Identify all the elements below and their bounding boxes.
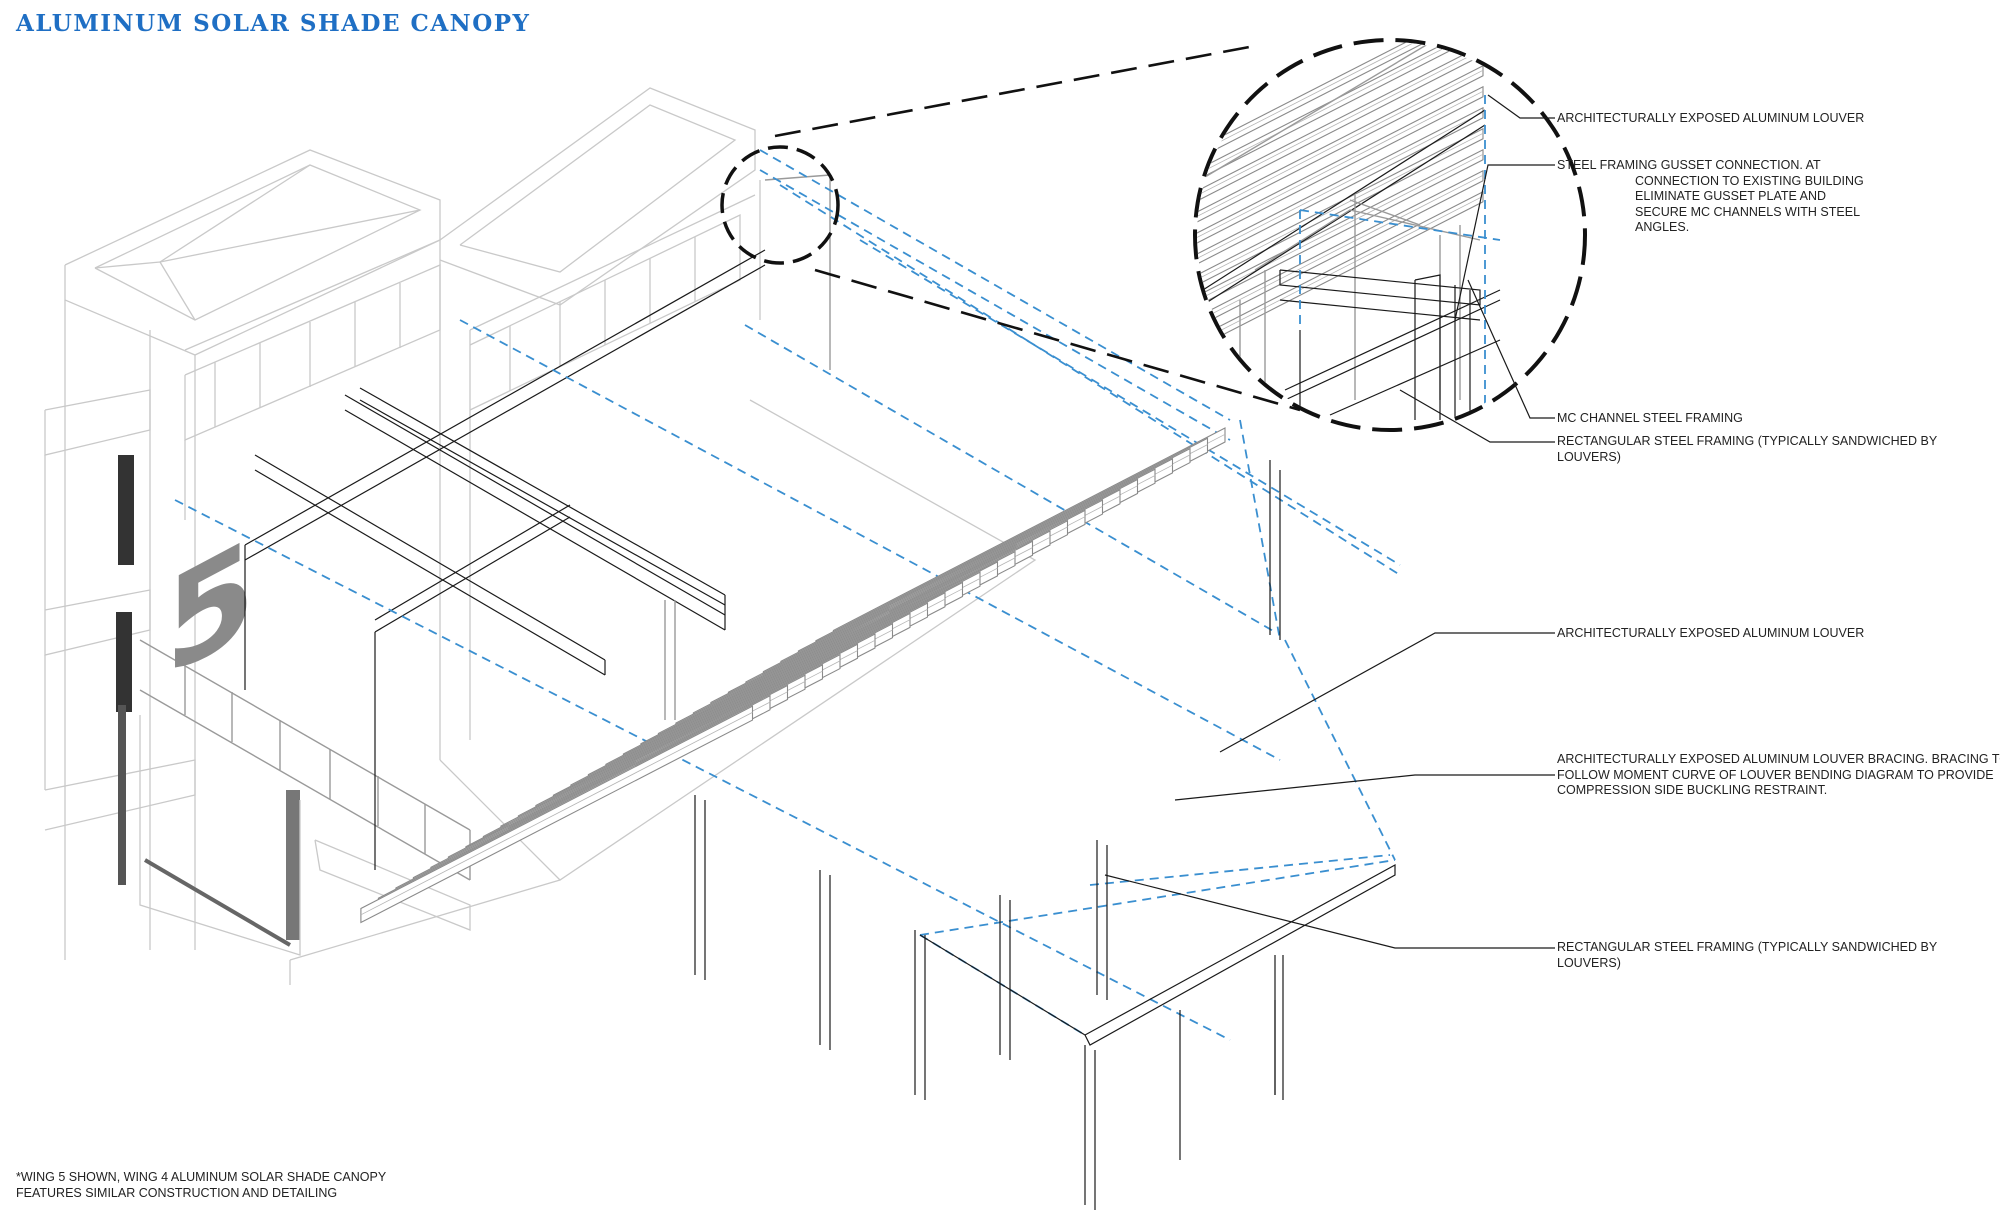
footnote-line2: FEATURES SIMILAR CONSTRUCTION AND DETAIL… bbox=[16, 1185, 338, 1200]
louver-slat-edge bbox=[1197, 48, 1484, 197]
louver-slat bbox=[1197, 64, 1484, 224]
footnote: *WING 5 SHOWN, WING 4 ALUMINUM SOLAR SHA… bbox=[16, 1170, 386, 1201]
louver-slat-edge bbox=[1197, 132, 1484, 281]
louver-slat-edge bbox=[1197, 111, 1484, 260]
callout-gusset-line2: CONNECTION TO EXISTING BUILDING bbox=[1635, 173, 1864, 188]
louver-slat bbox=[1197, 190, 1484, 350]
louver-slat-edge bbox=[1197, 174, 1484, 323]
callout-bracing-line3: COMPRESSION SIDE BUCKLING RESTRAINT. bbox=[1557, 783, 1828, 797]
rear-steel-frame bbox=[244, 174, 831, 870]
callout-gusset-line4: SECURE MC CHANNELS WITH STEEL bbox=[1635, 204, 1861, 219]
main-louver-array bbox=[360, 427, 1226, 924]
louver-slat bbox=[1197, 127, 1484, 287]
louver-slat-edge bbox=[1197, 42, 1484, 176]
callout-gusset-line5: ANGLES. bbox=[1635, 220, 1690, 234]
callout-rect-line1: RECTANGULAR STEEL FRAMING (TYPICALLY SAN… bbox=[1557, 940, 1938, 954]
callout-detail-louver: ARCHITECTURALLY EXPOSED ALUMINUM LOUVER bbox=[1557, 111, 1865, 125]
existing-building bbox=[44, 87, 1037, 985]
detail-bubble-content bbox=[1197, 42, 1501, 420]
callout-detail-rect-line1: RECTANGULAR STEEL FRAMING (TYPICALLY SAN… bbox=[1557, 434, 1938, 448]
louver-slat bbox=[1197, 85, 1484, 245]
callout-detail-rect-framing: RECTANGULAR STEEL FRAMING (TYPICALLY SAN… bbox=[1557, 434, 1937, 465]
callout-rect-framing: RECTANGULAR STEEL FRAMING (TYPICALLY SAN… bbox=[1557, 940, 1937, 971]
louver-slat-edge bbox=[1197, 153, 1484, 302]
callout-louver-bracing: ARCHITECTURALLY EXPOSED ALUMINUM LOUVER … bbox=[1557, 752, 2000, 799]
callout-detail-rect-line2: LOUVERS) bbox=[1557, 449, 1621, 464]
louver-slat bbox=[1197, 148, 1484, 308]
callout-rect-line2: LOUVERS) bbox=[1557, 955, 1621, 970]
louver-slat-edge bbox=[1197, 195, 1484, 344]
building-number: 5 bbox=[165, 508, 255, 708]
leader-lines bbox=[1104, 94, 1555, 949]
footnote-line1: *WING 5 SHOWN, WING 4 ALUMINUM SOLAR SHA… bbox=[16, 1170, 387, 1184]
callout-gusset-line1: STEEL FRAMING GUSSET CONNECTION. AT bbox=[1557, 158, 1821, 172]
louver-slat-edge bbox=[1197, 90, 1484, 239]
callout-bracing-line1: ARCHITECTURALLY EXPOSED ALUMINUM LOUVER … bbox=[1557, 752, 2000, 766]
front-steel-frame bbox=[919, 863, 1396, 1046]
louver-slat bbox=[360, 705, 754, 924]
louver-slat-edge bbox=[360, 712, 753, 916]
detail-callout-connector bbox=[720, 43, 1301, 412]
drawing-title: ALUMINUM SOLAR SHADE CANOPY bbox=[16, 10, 531, 37]
detail-bubble bbox=[1193, 38, 1587, 432]
callout-gusset-connection: STEEL FRAMING GUSSET CONNECTION. AT CONN… bbox=[1557, 158, 1864, 236]
callout-gusset-line3: ELIMINATE GUSSET PLATE AND bbox=[1635, 189, 1827, 203]
callout-mc-channel: MC CHANNEL STEEL FRAMING bbox=[1557, 411, 1743, 425]
callout-bracing-line2: FOLLOW MOMENT CURVE OF LOUVER BENDING DI… bbox=[1557, 767, 1994, 782]
callout-louver: ARCHITECTURALLY EXPOSED ALUMINUM LOUVER bbox=[1557, 626, 1865, 640]
louver-slat bbox=[1197, 106, 1484, 266]
louver-slat-edge bbox=[1197, 42, 1484, 155]
louver-slat-edge bbox=[1197, 69, 1484, 218]
louver-slat bbox=[1197, 42, 1484, 182]
louver-slat bbox=[1197, 169, 1484, 329]
canopy-columns bbox=[694, 460, 1284, 1210]
